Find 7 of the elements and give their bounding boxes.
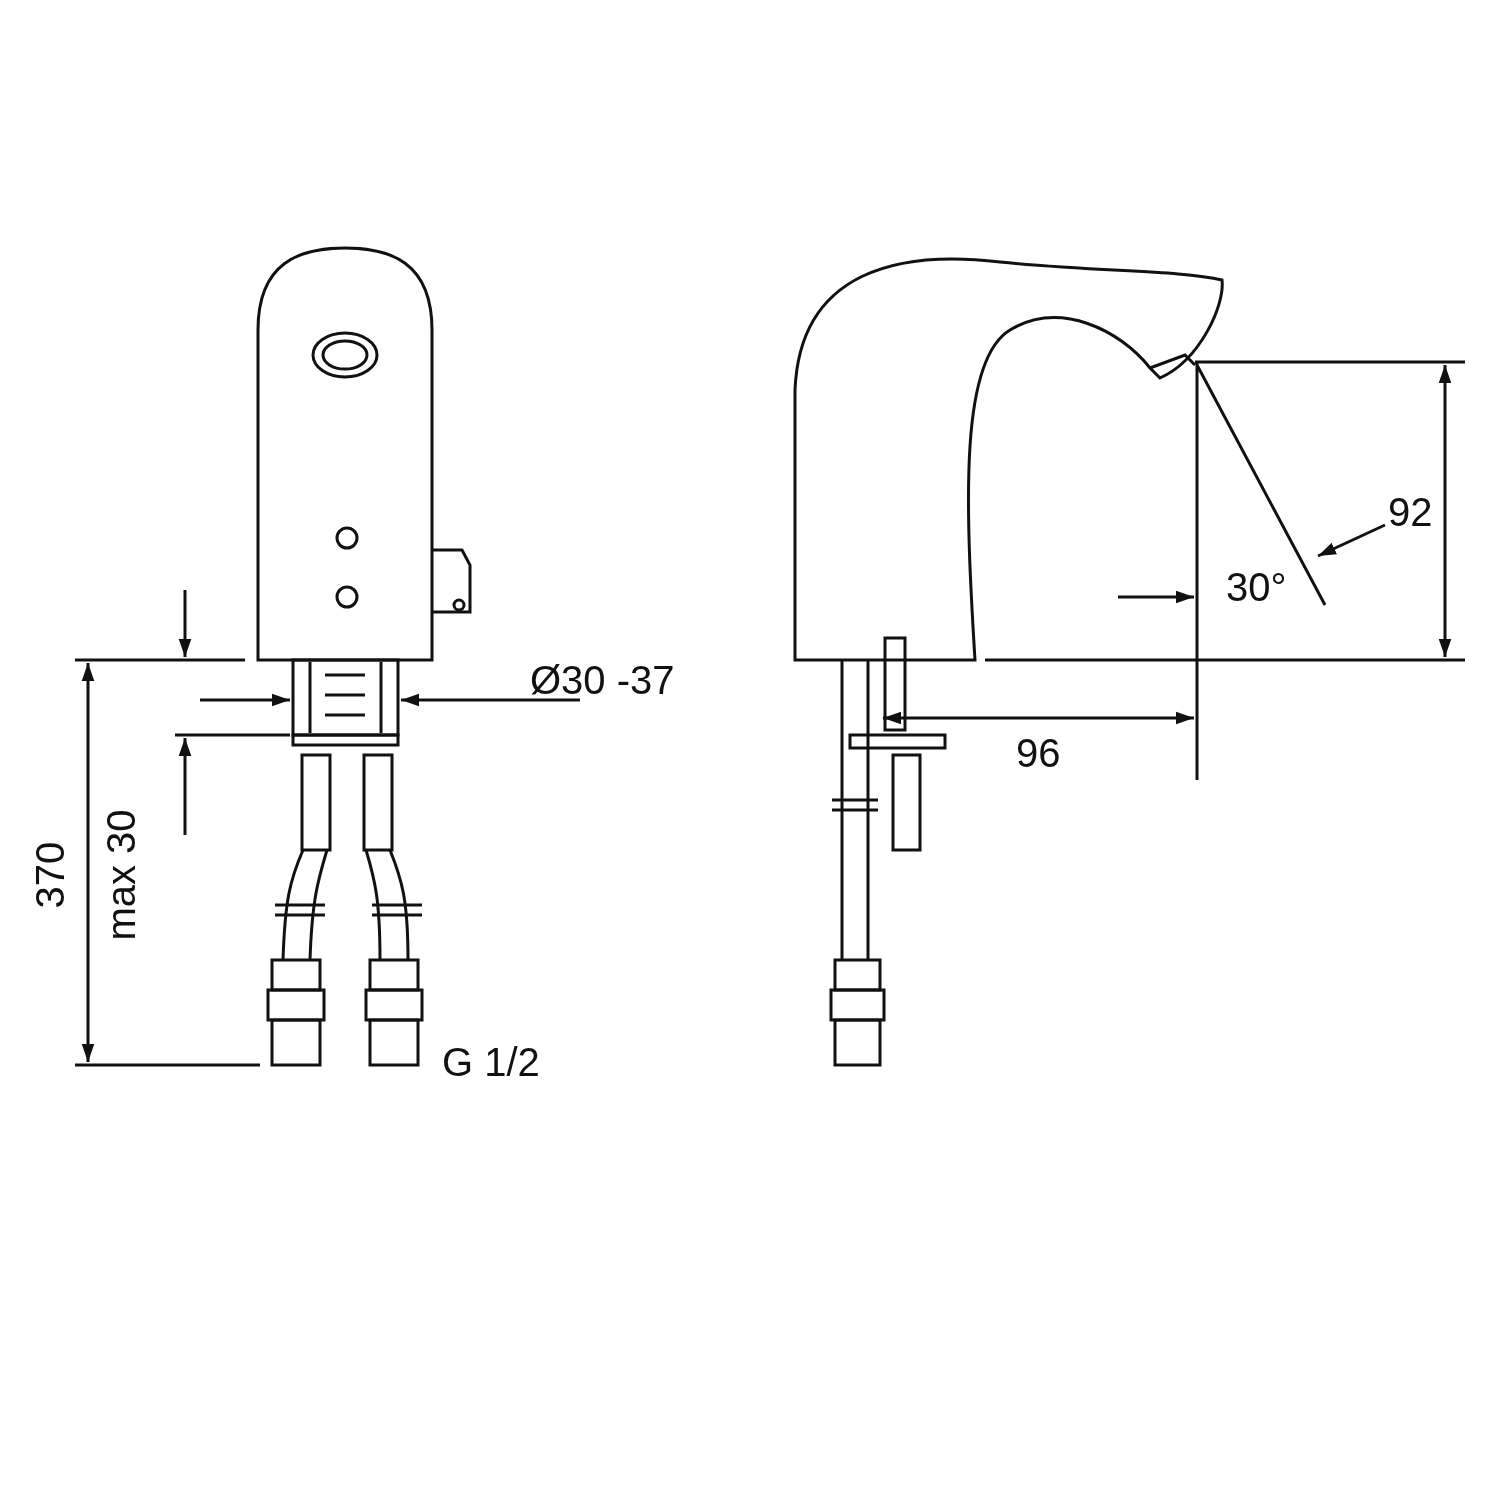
thread-size-label: G 1/2 — [442, 1042, 540, 1082]
dimension-text: 96 — [1016, 733, 1061, 773]
dimension-text: Ø30 -37 — [530, 660, 675, 700]
dimension-text: 370 — [29, 841, 70, 909]
angle-text: 30° — [1226, 567, 1287, 607]
dimension-text: 92 — [1388, 492, 1433, 532]
dimension-text: max 30 — [100, 809, 141, 941]
